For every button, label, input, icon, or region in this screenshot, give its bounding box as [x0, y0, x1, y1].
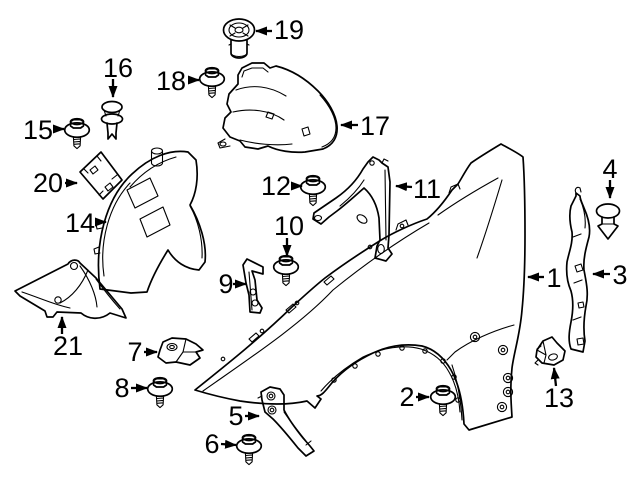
callout-number-7[interactable]: 7: [127, 337, 142, 367]
callout-number-15[interactable]: 15: [23, 115, 53, 145]
callout-number-8[interactable]: 8: [114, 373, 129, 403]
callout-number-17[interactable]: 17: [360, 111, 390, 141]
part-push-clip: [595, 203, 621, 240]
part-liner-front: [93, 147, 207, 294]
callout-number-16[interactable]: 16: [103, 53, 133, 83]
callout-19[interactable]: 19: [255, 15, 304, 45]
screw-10: [272, 254, 300, 287]
screw-18: [198, 66, 226, 99]
callout-number-4[interactable]: 4: [602, 154, 617, 184]
part-bracket-7: [157, 337, 204, 366]
screw-12: [299, 174, 327, 207]
callout-number-3[interactable]: 3: [612, 260, 627, 290]
callout-number-2[interactable]: 2: [399, 382, 414, 412]
callout-arrow-6: [220, 439, 237, 449]
screw-15: [63, 117, 91, 150]
part-mounting-plate: [79, 151, 123, 200]
part-support-strip: [565, 186, 591, 353]
callout-number-1[interactable]: 1: [546, 263, 561, 293]
part-cowl-trim: [14, 259, 127, 320]
screw-6: [235, 433, 263, 466]
callout-14[interactable]: 14: [65, 208, 107, 238]
callout-number-18[interactable]: 18: [156, 66, 186, 96]
callout-3[interactable]: 3: [592, 260, 628, 290]
part-expansion-rivet: [100, 100, 124, 140]
callout-17[interactable]: 17: [340, 111, 390, 141]
callout-arrow-13: [550, 367, 560, 387]
callout-21[interactable]: 21: [53, 316, 83, 361]
callout-6[interactable]: 6: [204, 429, 237, 459]
part-liner-rear: [217, 62, 338, 154]
screw-8: [146, 376, 174, 409]
callout-number-21[interactable]: 21: [53, 331, 83, 361]
callout-number-11[interactable]: 11: [413, 174, 441, 204]
callout-4[interactable]: 4: [602, 154, 618, 199]
callout-15[interactable]: 15: [23, 115, 65, 145]
callout-10[interactable]: 10: [274, 211, 304, 257]
callout-1[interactable]: 1: [527, 263, 562, 293]
callout-5[interactable]: 5: [228, 401, 260, 431]
callout-number-5[interactable]: 5: [228, 401, 243, 431]
callout-arrow-11: [395, 182, 413, 192]
callout-number-6[interactable]: 6: [204, 429, 219, 459]
callout-16[interactable]: 16: [103, 53, 133, 98]
part-grommet: [222, 18, 256, 59]
callout-20[interactable]: 20: [33, 168, 78, 198]
callout-13[interactable]: 13: [544, 367, 574, 413]
part-bracket-5: [257, 386, 315, 457]
callout-9[interactable]: 9: [218, 269, 247, 299]
callout-number-10[interactable]: 10: [274, 211, 304, 241]
callout-number-12[interactable]: 12: [261, 171, 291, 201]
callout-7[interactable]: 7: [127, 337, 158, 367]
callout-number-20[interactable]: 20: [33, 168, 63, 198]
callout-8[interactable]: 8: [114, 373, 148, 403]
part-fender: [194, 143, 526, 431]
callout-11[interactable]: 11: [395, 174, 441, 204]
part-bracket-13: [534, 336, 566, 366]
callout-2[interactable]: 2: [399, 382, 430, 412]
part-bracket-11: [312, 156, 393, 262]
callout-number-9[interactable]: 9: [218, 269, 233, 299]
fender-mounting-holes: [469, 331, 514, 413]
callout-number-13[interactable]: 13: [544, 383, 574, 413]
screw-2: [429, 384, 457, 417]
callout-12[interactable]: 12: [261, 171, 303, 201]
callout-18[interactable]: 18: [156, 66, 200, 96]
callout-number-14[interactable]: 14: [65, 208, 95, 238]
callout-number-19[interactable]: 19: [274, 15, 304, 45]
part-bracket-9: [242, 258, 264, 314]
